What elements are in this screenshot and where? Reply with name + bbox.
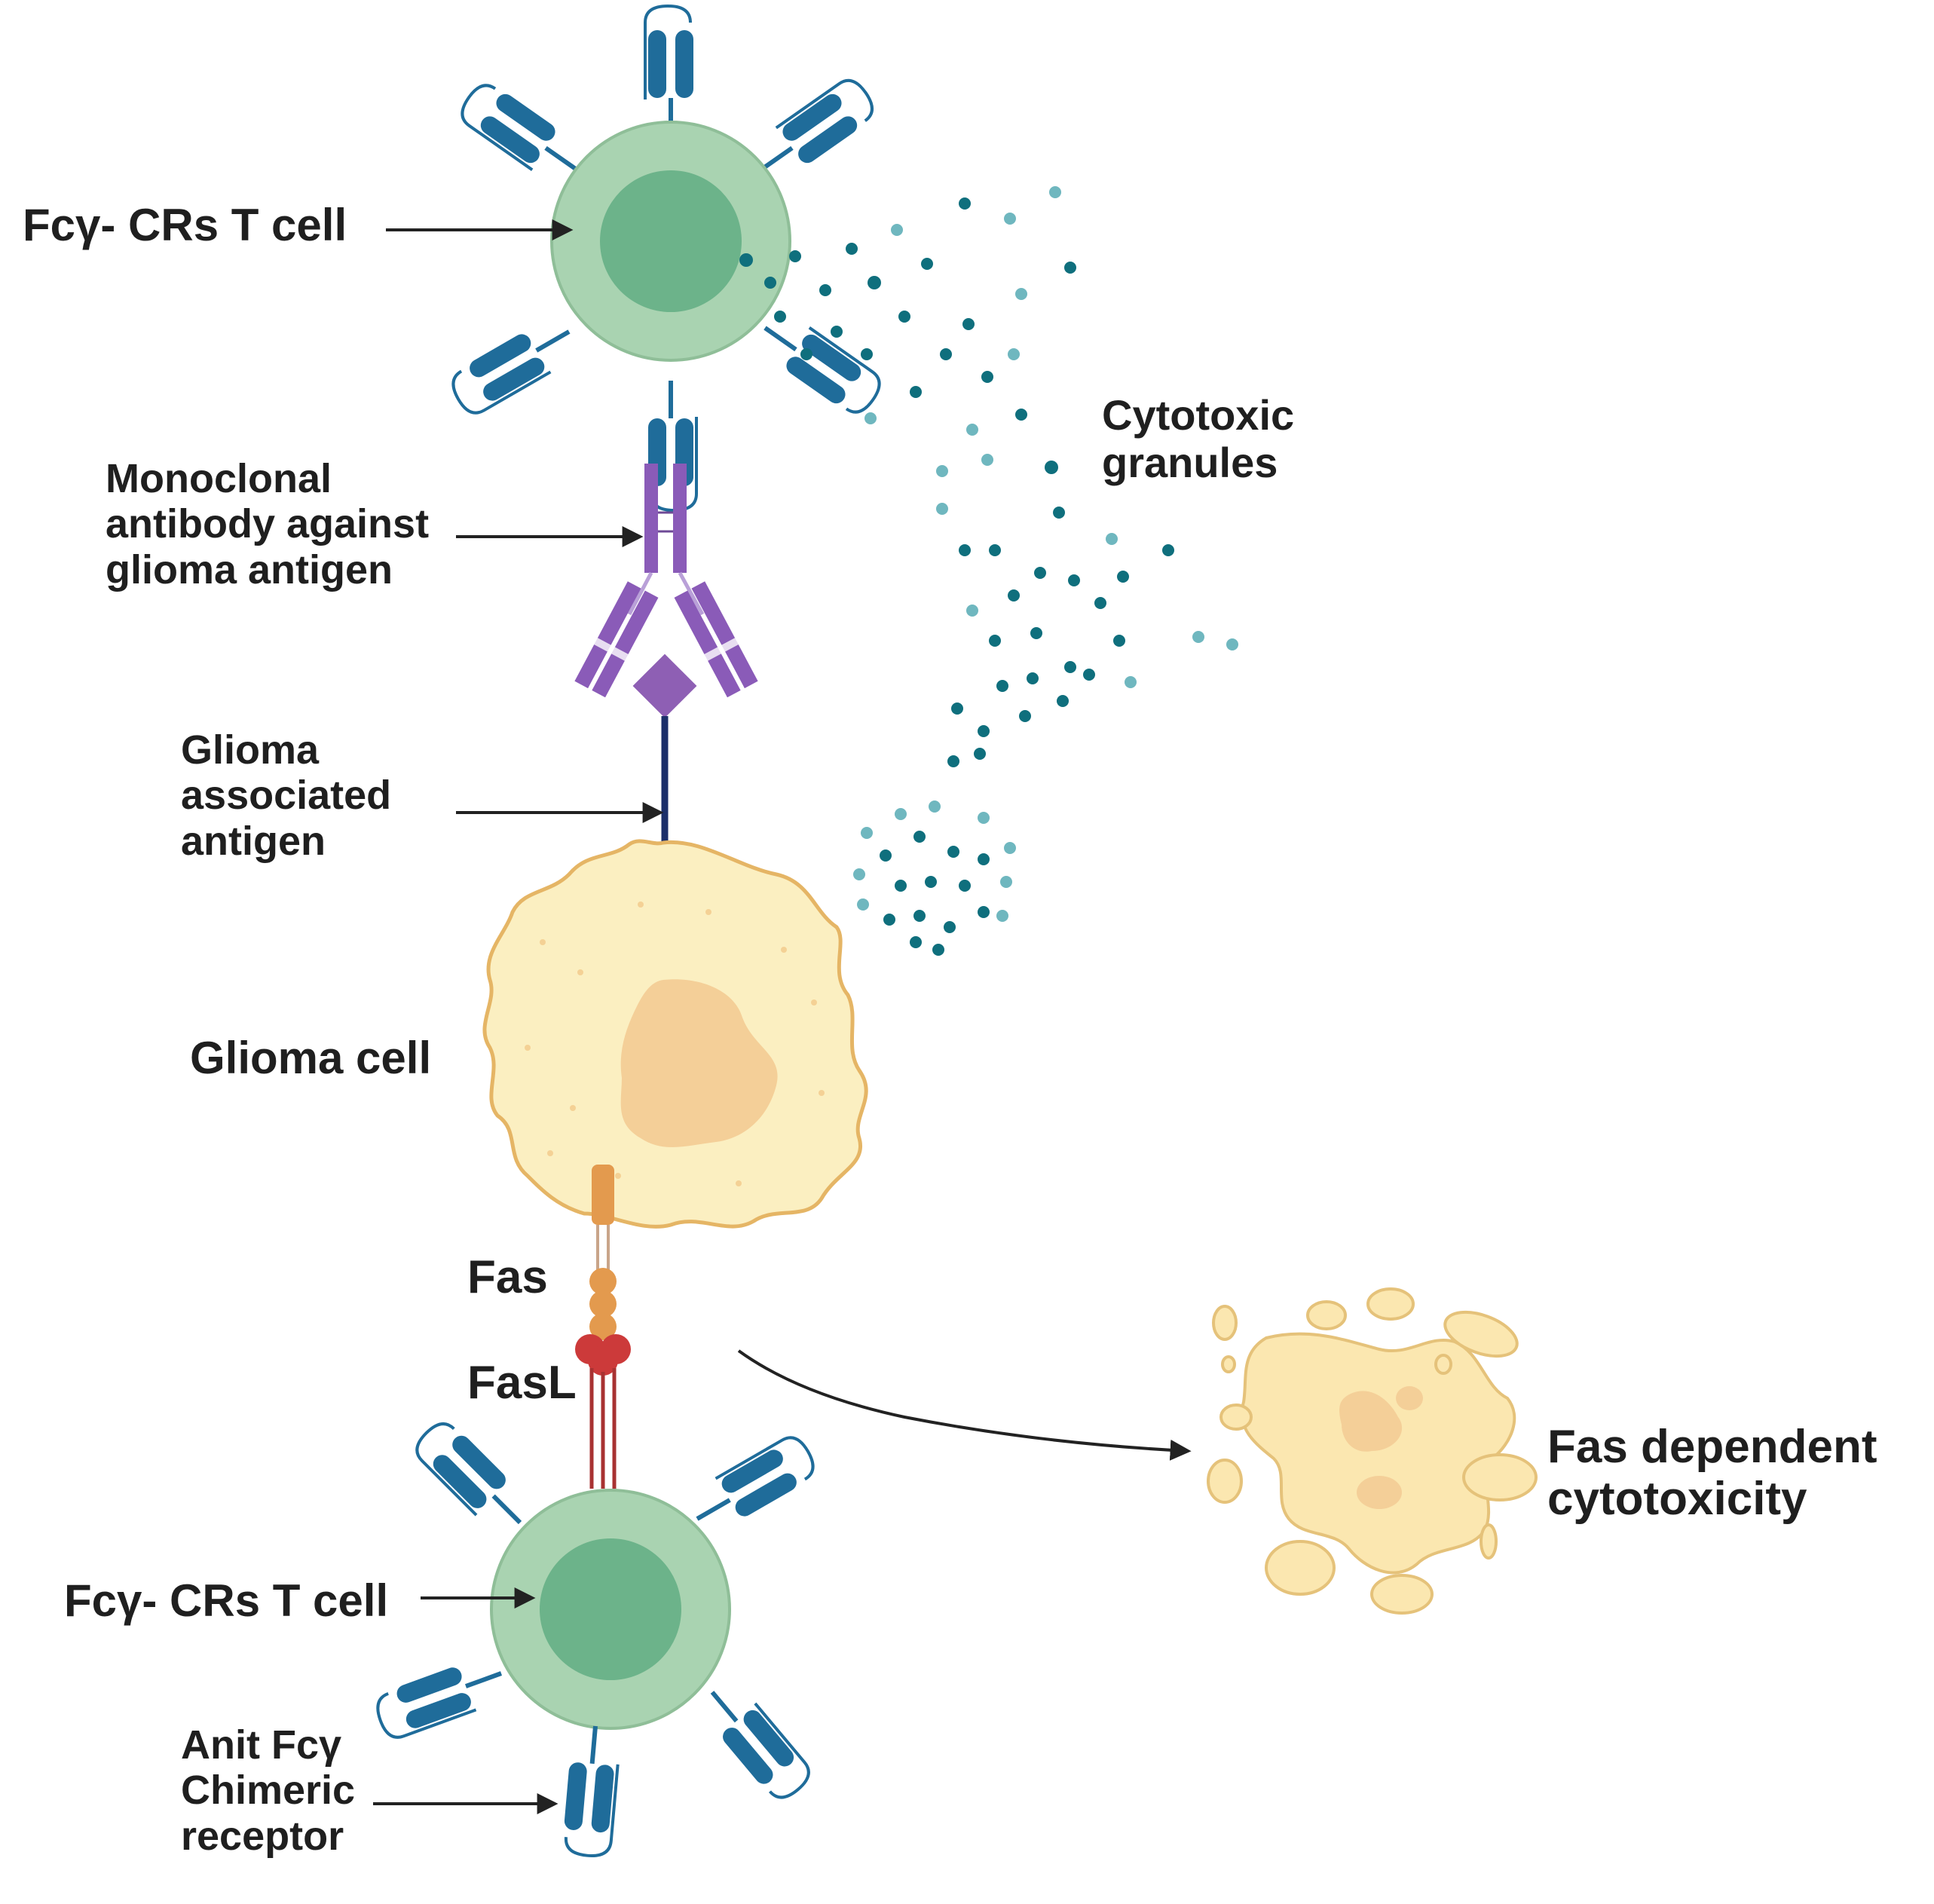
label-glioma-cell: Glioma cell: [190, 1033, 432, 1083]
label-receptor-line2: Chimeric: [181, 1768, 356, 1814]
label-granules-line1: Cytotoxic: [1102, 391, 1295, 439]
antibody-icon: [574, 464, 758, 718]
label-outcome-line1: Fas dependent: [1547, 1421, 1877, 1473]
label-antigen-line1: Glioma: [181, 727, 320, 773]
label-antibody-line2: antibody against: [106, 501, 430, 547]
label-t-cell-bottom: Fcγ- CRs T cell: [64, 1575, 389, 1626]
fasl-icon: [575, 1334, 631, 1489]
granule-light-icon: [853, 186, 1238, 922]
label-antigen: Glioma associated antigen: [181, 727, 391, 864]
label-receptor: Anit Fcγ Chimeric receptor: [181, 1722, 355, 1859]
label-antibody-line3: glioma antigen: [106, 546, 393, 592]
fas-icon: [589, 1165, 617, 1340]
label-antigen-line2: associated: [181, 773, 392, 819]
granule-icon: [739, 197, 1174, 956]
label-receptor-line3: receptor: [181, 1813, 344, 1859]
label-granules-line2: granules: [1102, 438, 1278, 486]
glioma-cell-icon: [482, 839, 868, 1229]
label-antigen-line3: antigen: [181, 818, 326, 864]
apoptotic-cell-icon: [1207, 1287, 1538, 1615]
label-antibody-line1: Monoclonal: [106, 456, 332, 501]
label-fas: Fas: [467, 1251, 548, 1303]
label-outcome-line2: cytotoxicity: [1547, 1473, 1807, 1526]
t-cell-bottom-icon: [372, 1415, 821, 1857]
t-cell-top-icon: [445, 6, 886, 510]
label-granules: Cytotoxic granules: [1102, 391, 1295, 486]
label-outcome: Fas dependent cytotoxicity: [1547, 1421, 1877, 1526]
label-fasl: FasL: [467, 1357, 577, 1409]
apoptotic-nucleus-icon: [1339, 1386, 1423, 1509]
label-antibody: Monoclonal antibody against glioma antig…: [106, 456, 429, 592]
arrow-icon: [373, 219, 1192, 1814]
label-receptor-line1: Anit Fcγ: [181, 1722, 342, 1768]
label-t-cell-top: Fcγ- CRs T cell: [23, 200, 347, 250]
